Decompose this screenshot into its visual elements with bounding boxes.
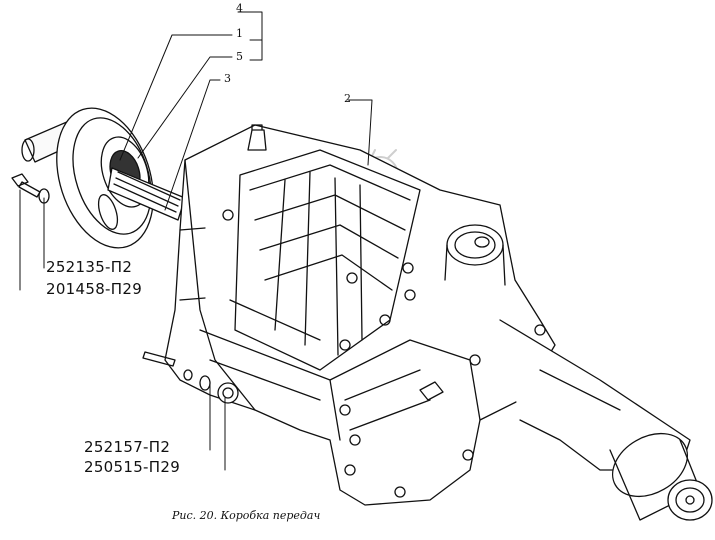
- callout-3: 3: [224, 72, 231, 85]
- extension-housing: [499, 319, 713, 521]
- callout-1: 1: [236, 27, 243, 40]
- gearbox-housing: [142, 124, 556, 506]
- callout-5: 5: [236, 50, 243, 63]
- part-number-250515: 250515-П29: [84, 458, 181, 476]
- callout-2: 2: [344, 92, 351, 105]
- leader-lines: [19, 11, 373, 471]
- part-number-252157: 252157-П2: [84, 438, 171, 456]
- part-number-252135: 252135-П2: [46, 258, 133, 276]
- figure-caption: Рис. 20. Коробка передач: [172, 509, 321, 522]
- part-number-201458: 201458-П29: [46, 280, 143, 298]
- input-shaft-assembly: [11, 107, 186, 249]
- callout-4: 4: [236, 2, 243, 15]
